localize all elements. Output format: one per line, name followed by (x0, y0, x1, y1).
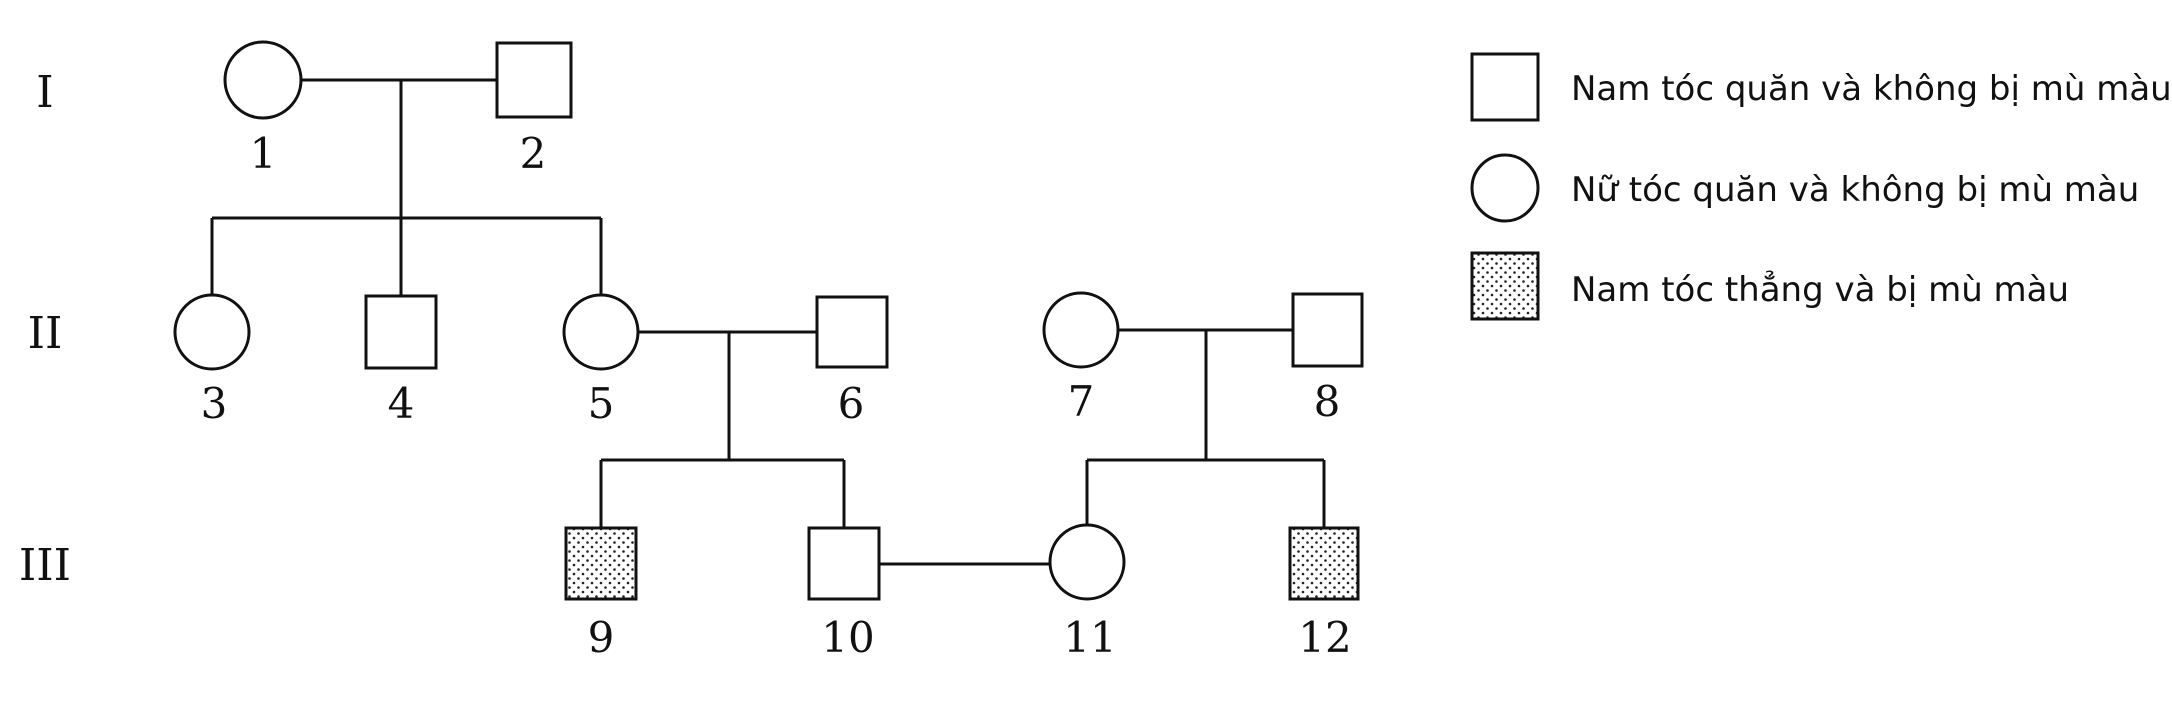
individual-label-3: 3 (201, 379, 228, 428)
individual-4 (364, 294, 438, 370)
individual-label-11: 11 (1063, 613, 1116, 662)
generation-label-ii: II (28, 308, 63, 359)
individual-9 (564, 526, 638, 601)
individual-5 (562, 293, 640, 371)
individual-2 (495, 41, 573, 119)
legend-text-male-affected: Nam tóc thẳng và bị mù màu (1571, 269, 2069, 310)
pedigree-lines (210, 78, 1326, 566)
individual-label-9: 9 (588, 613, 615, 662)
individual-label-2: 2 (520, 129, 547, 178)
individual-labels: 1 2 3 4 5 6 7 8 9 10 11 12 (201, 129, 1352, 662)
individual-3 (173, 293, 251, 371)
legend-text-male-unaffected: Nam tóc quăn và không bị mù màu (1571, 69, 2172, 109)
legend-male-unaffected-icon (1470, 52, 1540, 122)
individual-7 (1042, 291, 1120, 369)
individual-8 (1291, 292, 1364, 368)
legend: Nam tóc quăn và không bị mù màu Nữ tóc q… (1470, 52, 2172, 321)
individual-label-12: 12 (1298, 613, 1351, 662)
individual-label-1: 1 (250, 129, 277, 178)
individual-label-5: 5 (588, 379, 615, 428)
individual-10 (807, 526, 881, 601)
individual-12 (1288, 526, 1360, 601)
individuals (173, 40, 1364, 601)
individual-11 (1048, 523, 1126, 601)
individual-label-6: 6 (838, 379, 865, 428)
generation-label-iii: III (19, 540, 71, 591)
individual-label-4: 4 (388, 379, 415, 428)
generation-label-i: I (36, 67, 53, 118)
legend-male-affected-icon (1470, 251, 1540, 321)
legend-text-female-unaffected: Nữ tóc quăn và không bị mù màu (1571, 170, 2139, 210)
individual-6 (815, 295, 889, 369)
individual-label-8: 8 (1314, 377, 1341, 426)
individual-label-10: 10 (821, 613, 874, 662)
individual-label-7: 7 (1068, 377, 1095, 426)
individual-1 (223, 40, 303, 120)
legend-female-unaffected-icon (1470, 153, 1540, 223)
